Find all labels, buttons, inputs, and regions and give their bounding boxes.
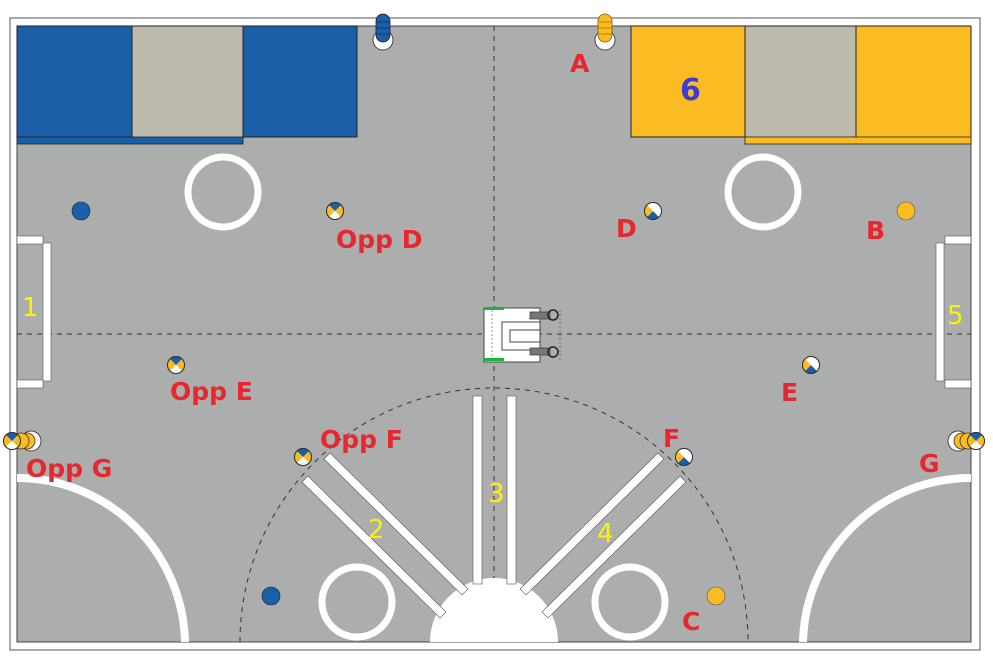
ring-bottom-left bbox=[318, 563, 396, 641]
zone-label-4: 4 bbox=[597, 519, 614, 549]
yellow-ball-b bbox=[896, 201, 916, 221]
blue-ball-left-bottom bbox=[261, 586, 281, 606]
zone-label-5: 5 bbox=[947, 301, 964, 331]
label-opp-d: Opp D bbox=[336, 225, 423, 254]
label-a: A bbox=[570, 49, 590, 78]
ramp-center bbox=[472, 395, 517, 585]
ramp-left bbox=[301, 452, 469, 619]
mixed-ball-opp-f bbox=[294, 448, 312, 466]
ring-top-left bbox=[184, 153, 262, 231]
label-e: E bbox=[781, 378, 798, 407]
bottom-dashed-arc bbox=[239, 387, 749, 642]
corner-arc-right bbox=[799, 474, 971, 642]
mixed-ball-opp-e bbox=[167, 356, 185, 374]
mixed-ball-e bbox=[802, 356, 820, 374]
goal-right bbox=[935, 235, 971, 389]
blue-ball-stack-top bbox=[372, 13, 394, 51]
blue-ball-left-top bbox=[71, 201, 91, 221]
label-g: G bbox=[919, 449, 940, 478]
mixed-ball-opp-d bbox=[326, 202, 344, 220]
goal-left bbox=[17, 235, 52, 389]
label-opp-f: Opp F bbox=[320, 425, 403, 454]
blue-zone-top-left bbox=[16, 25, 358, 145]
zone-label-3: 3 bbox=[488, 479, 505, 509]
ball-stack-right bbox=[947, 430, 985, 452]
label-opp-g: Opp G bbox=[26, 454, 112, 483]
label-d: D bbox=[616, 214, 637, 243]
label-c: C bbox=[682, 607, 700, 636]
corner-arc-left bbox=[17, 474, 189, 642]
label-f: F bbox=[663, 424, 680, 453]
yellow-ball-c bbox=[706, 586, 726, 606]
ring-bottom-right bbox=[591, 563, 669, 641]
label-opp-e: Opp E bbox=[170, 377, 253, 406]
label-b: B bbox=[866, 216, 885, 245]
zone-label-1: 1 bbox=[22, 293, 39, 323]
zone-label-2: 2 bbox=[368, 515, 385, 545]
ring-top-right bbox=[724, 153, 802, 231]
ball-stack-left bbox=[3, 430, 42, 452]
zone-label-6: 6 bbox=[680, 73, 701, 108]
robot bbox=[483, 307, 561, 363]
yellow-zone-top-right bbox=[630, 25, 972, 145]
mixed-ball-d bbox=[644, 202, 662, 220]
yellow-ball-stack-top bbox=[594, 13, 616, 51]
ramp-right bbox=[519, 452, 687, 619]
